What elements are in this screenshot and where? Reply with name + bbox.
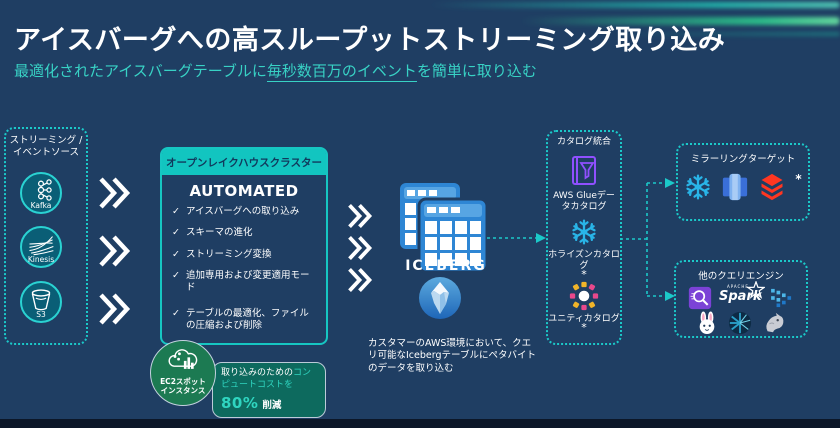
checklist-item: ✓ テーブルの最適化、ファイルの圧縮および削除 (172, 308, 317, 333)
checklist-item-label: アイスバーグへの取り込み (185, 206, 300, 217)
checklist-item-label: テーブルの最適化、ファイルの圧縮および削除 (185, 307, 309, 332)
cost-callout-text: 取り込みのためのコンピュートコストを (221, 368, 312, 390)
engine-icons-row2 (676, 311, 806, 335)
checklist-item-label: ストリーミング変換 (185, 248, 272, 260)
mirroring-targets-panel: ミラーリングターゲット * (676, 143, 810, 221)
spark-logo: APACHE Spark (719, 281, 765, 309)
s3-source: S3 (20, 281, 62, 323)
catalog-panel-label: カタログ統合 (556, 137, 611, 147)
mirroring-panel-label: ミラーリングターゲット (690, 154, 796, 165)
redshift-icon (723, 173, 748, 201)
horizon-catalog-label: ホライズンカタログ (548, 250, 620, 272)
glue-catalog-label: AWS Glueデータカタログ (553, 190, 615, 212)
pixel-arrow-icon (771, 288, 792, 308)
subtitle-suffix: を簡単に取り込む (416, 62, 537, 80)
cluster-header: オープンレイクハウスクラスター (162, 149, 326, 175)
mirroring-icons: * (678, 172, 808, 202)
bottom-bar (0, 419, 840, 428)
check-icon: ✓ (172, 307, 180, 319)
gradient-streak (430, 2, 840, 8)
kinesis-source: Kinesis (20, 226, 62, 268)
page-title: アイスバーグへの高スループットストリーミング取り込み (14, 25, 726, 56)
cluster-checklist: ✓ アイスバーグへの取り込み ✓ スキーマの進化 ✓ ストリーミング変換 ✓ 追加専用お… (162, 200, 326, 332)
checklist-item-label: スキーマの進化 (185, 227, 253, 239)
checklist-item: ✓ スキーマの進化 (172, 227, 317, 239)
streaming-sources-panel: ストリーミング / イベントソース (4, 127, 88, 345)
ec2-spot-badge: EC2スポット インスタンス (150, 340, 216, 406)
spark-star-icon (747, 281, 765, 299)
flow-chevron-icon (348, 267, 373, 293)
kafka-label: Kafka (30, 201, 52, 210)
checklist-item: ✓ アイスバーグへの取り込み (172, 206, 317, 218)
page-subtitle: 最適化されたアイスバーグテーブルに毎秒数百万のイベントを簡単に取り込む (14, 60, 537, 82)
flow-chevron-icon (348, 235, 373, 261)
kinesis-icon (29, 236, 54, 256)
flow-chevron-icon (99, 235, 130, 267)
check-icon: ✓ (172, 206, 180, 217)
snowflake-icon (572, 219, 596, 245)
athena-icon (688, 286, 712, 310)
animal-head-icon (766, 312, 784, 333)
cost-savings-callout: 取り込みのためのコンピュートコストを 80%削減 (212, 362, 326, 418)
flow-chevron-icon (348, 203, 373, 229)
connector-arrow (487, 233, 546, 243)
flow-chevron-icon (99, 293, 130, 325)
subtitle-highlight-link[interactable]: 毎秒数百万のイベント (266, 62, 417, 82)
kafka-source: Kafka (20, 172, 62, 214)
gradient-streak (610, 32, 840, 36)
check-icon: ✓ (172, 227, 180, 239)
s3-bucket-icon (31, 289, 51, 311)
spark-small-label: APACHE (727, 284, 749, 289)
check-icon: ✓ (172, 248, 180, 260)
engines-panel-label: 他のクエリエンジン (698, 271, 784, 282)
s3-label: S3 (36, 310, 46, 319)
unity-catalog-icon (569, 281, 599, 311)
kafka-icon (37, 179, 52, 201)
asterisk-note: * (581, 320, 587, 334)
ec2-spot-label: EC2スポット インスタンス (160, 377, 206, 396)
flow-chevron-icon (99, 177, 130, 209)
iceberg-description: カスタマーのAWS環境において、クエリ可能なIcebergテーブルにペタバイトの… (368, 338, 536, 374)
spark-label: Spark (719, 289, 762, 304)
kinesis-label: Kinesis (27, 255, 55, 264)
checklist-item-label: 追加専用および変更適用モード (185, 270, 310, 294)
databricks-icon (761, 173, 783, 201)
subtitle-prefix: 最適化されたアイスバーグテーブルに (14, 62, 267, 80)
sources-panel-label: ストリーミング / イベントソース (9, 135, 83, 158)
cost-suffix: 削減 (262, 400, 282, 412)
catalog-integration-panel: カタログ統合 AWS Glueデータカタログ ホライズンカタログ * (546, 130, 622, 345)
asterisk-note: * (795, 172, 802, 186)
lakehouse-cluster-panel: オープンレイクハウスクラスター AUTOMATED ✓ アイスバーグへの取り込み … (160, 147, 328, 345)
iceberg-logo-icon (419, 277, 461, 319)
cluster-title: AUTOMATED (189, 182, 299, 200)
engine-icons: APACHE Spark (676, 281, 806, 310)
snowflake-icon (686, 174, 710, 200)
iceberg-label: ICEBERG (405, 258, 487, 274)
checklist-item: ✓ ストリーミング変換 (172, 249, 317, 261)
gradient-streak (520, 17, 840, 25)
cost-percent: 80% (221, 394, 259, 413)
other-query-engines-panel: 他のクエリエンジン APACHE Spark (674, 260, 808, 338)
connector-split (620, 178, 675, 301)
unity-catalog-label: ユニティカタログ (548, 313, 620, 324)
asterisk-note: * (581, 267, 587, 281)
table-grid-icon (400, 183, 489, 274)
rabbit-icon (699, 311, 715, 334)
check-icon: ✓ (172, 270, 180, 282)
checklist-item: ✓ 追加専用および変更適用モード (172, 270, 317, 295)
cloud-compute-icon (168, 349, 198, 369)
aws-glue-icon (572, 155, 596, 185)
fan-icon (728, 311, 752, 335)
